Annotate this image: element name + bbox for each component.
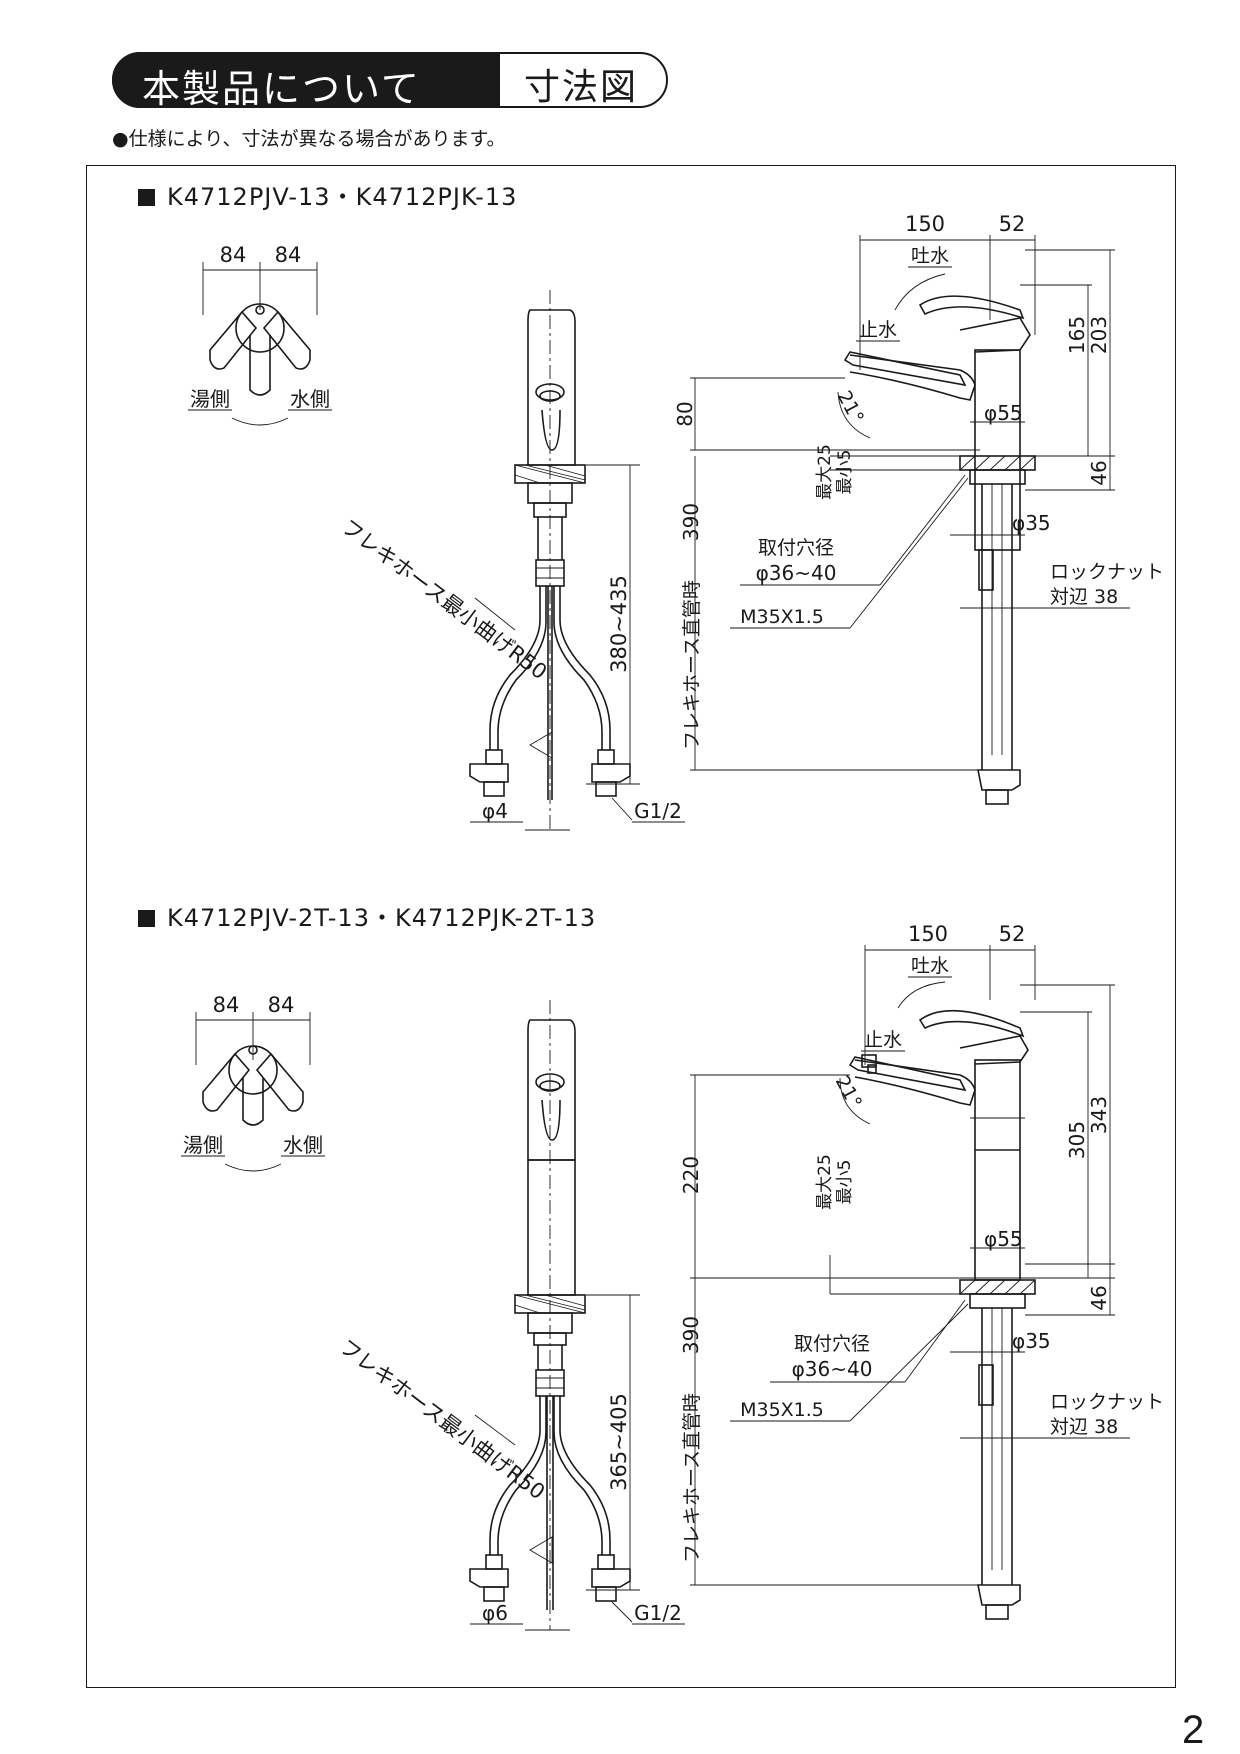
top-view-2: 84 84 湯側 水側 (181, 993, 325, 1172)
front-thread-dim: G1/2 (634, 799, 682, 823)
spout-rise-dim: 80 (673, 401, 697, 426)
model-title-1: K4712PJV-13・K4712PJK-13 (138, 177, 517, 212)
front-height-dim: 380~435 (607, 575, 631, 673)
stop-label: 止水 (859, 319, 897, 341)
square-bullet-icon (138, 910, 155, 927)
model-title-text: K4712PJV-13・K4712PJK-13 (167, 183, 518, 211)
hose-length-dim: 390 (679, 1316, 703, 1354)
top-dim-right: 84 (275, 243, 302, 267)
page-header: 本製品について 寸法図 (112, 52, 668, 111)
page-title: 本製品について (142, 67, 421, 111)
top-dim-left: 84 (213, 993, 240, 1017)
page-subtitle: 寸法図 (524, 67, 639, 108)
front-view-1: 380~435 フレキホース最小曲げR50 φ4 G1/2 (337, 290, 685, 831)
stop-label: 止水 (864, 1029, 902, 1051)
spout-rise-dim: 220 (679, 1156, 703, 1194)
side-body-dia: φ55 (984, 1227, 1023, 1251)
side-width-52: 52 (999, 212, 1026, 236)
top-dim-right: 84 (268, 993, 295, 1017)
header-dark-band (112, 52, 500, 108)
hose-bend-label: フレキホース最小曲げR50 (337, 515, 551, 685)
spout-label: 吐水 (911, 245, 949, 267)
shank-dia: φ35 (1012, 511, 1051, 535)
top-dim-left: 84 (220, 243, 247, 267)
locknut-size: 対辺 38 (1050, 1416, 1118, 1438)
front-pipe-dia: φ4 (482, 799, 508, 823)
thread-spec: M35X1.5 (740, 1399, 824, 1421)
side-height-203: 203 (1087, 316, 1111, 354)
model-title-text: K4712PJV-2T-13・K4712PJK-2T-13 (167, 904, 597, 932)
hole-label: 取付穴径 (758, 537, 834, 559)
side-height-305: 305 (1065, 1121, 1089, 1159)
model-title-2: K4712PJV-2T-13・K4712PJK-2T-13 (138, 898, 596, 933)
counter-thickness-46: 46 (1087, 1285, 1111, 1310)
side-height-165: 165 (1065, 316, 1089, 354)
hose-straight-label: フレキホース直管時 (681, 580, 703, 750)
locknut-label: ロックナット (1050, 561, 1164, 583)
side-view-1: 150 52 吐水 止水 φ55 21° 80 165 203 46 最大25 … (673, 212, 1164, 805)
locknut-size: 対辺 38 (1050, 586, 1118, 608)
hose-bend-label: フレキホース最小曲げR50 (335, 1335, 549, 1505)
side-body-dia: φ55 (984, 401, 1023, 425)
page-number: 2 (1182, 1708, 1205, 1752)
locknut-label: ロックナット (1050, 1391, 1164, 1413)
hole-dia: φ36~40 (792, 1357, 873, 1381)
counter-min: 最小5 (835, 450, 855, 495)
thread-spec: M35X1.5 (740, 606, 824, 628)
counter-max: 最大25 (815, 1154, 835, 1210)
front-pipe-dia: φ6 (482, 1601, 508, 1625)
side-width-150: 150 (905, 212, 945, 236)
side-width-52: 52 (999, 922, 1026, 946)
cold-side-label: 水側 (283, 1133, 323, 1157)
hot-side-label: 湯側 (190, 387, 230, 411)
hole-dia: φ36~40 (756, 561, 837, 585)
side-width-150: 150 (908, 922, 948, 946)
drawing-frame (86, 165, 1176, 1688)
square-bullet-icon (138, 189, 155, 206)
hose-length-dim: 390 (679, 503, 703, 541)
side-height-343: 343 (1087, 1096, 1111, 1134)
side-view-2: 150 52 吐水 止水 21° 220 305 343 46 φ55 最大25… (679, 922, 1164, 1620)
front-height-dim: 365~405 (607, 1393, 631, 1491)
hot-side-label: 湯側 (183, 1133, 223, 1157)
shank-dia: φ35 (1012, 1329, 1051, 1353)
hose-straight-label: フレキホース直管時 (681, 1393, 703, 1563)
top-view-1: 84 84 湯側 水側 (188, 243, 332, 426)
hole-label: 取付穴径 (794, 1333, 870, 1355)
front-thread-dim: G1/2 (634, 1601, 682, 1625)
counter-min: 最小5 (835, 1160, 855, 1205)
front-view-2: 365~405 フレキホース最小曲げR50 φ6 G1/2 (335, 1000, 685, 1631)
counter-thickness-46: 46 (1087, 460, 1111, 485)
counter-max: 最大25 (815, 444, 835, 500)
spec-note: ●仕様により、寸法が異なる場合があります。 (112, 128, 506, 150)
cold-side-label: 水側 (290, 387, 330, 411)
spout-label: 吐水 (911, 955, 949, 977)
